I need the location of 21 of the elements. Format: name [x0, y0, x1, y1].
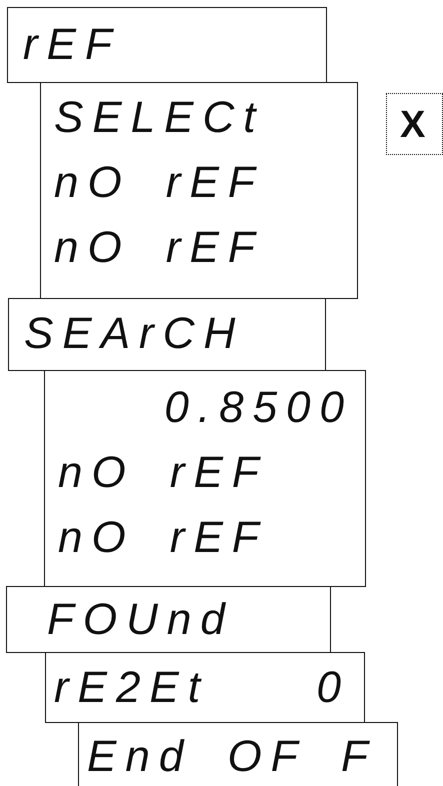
display-text: nO rEF [54, 158, 264, 208]
key-box [386, 93, 443, 155]
display-text: 0 [316, 663, 350, 713]
display-text: SEArCH [24, 309, 244, 359]
display-box [8, 298, 326, 371]
display-box [78, 722, 398, 786]
display-text: rE2Et [54, 663, 210, 713]
display-text: rEF [23, 20, 121, 70]
display-text: nO rEF [58, 513, 268, 563]
display-box [7, 7, 327, 83]
display-text: End OF F [87, 732, 377, 782]
display-box [40, 82, 358, 299]
display-box [44, 370, 366, 587]
display-text: 0.8500 [164, 383, 353, 433]
display-text: nO rEF [54, 223, 264, 273]
display-text: SELECt [54, 93, 265, 143]
display-box [6, 586, 331, 653]
key-label: X [400, 103, 426, 148]
display-box [45, 652, 365, 723]
display-text: FOUnd [47, 595, 234, 645]
display-text: nO rEF [58, 448, 268, 498]
